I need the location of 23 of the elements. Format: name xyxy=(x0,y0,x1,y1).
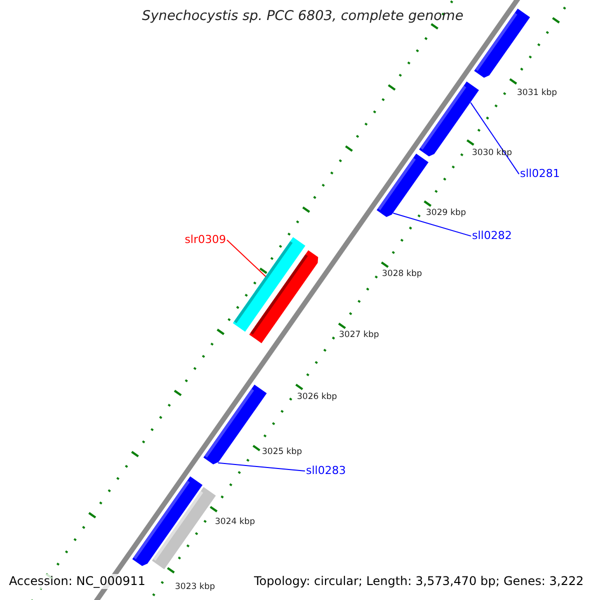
gene-feature xyxy=(376,154,428,218)
gene-label: sll0281 xyxy=(520,168,560,180)
scale-label: 3031 kbp xyxy=(517,89,558,98)
leader-line xyxy=(470,102,520,175)
scale-label: 3028 kbp xyxy=(382,270,422,280)
title: Synechocystis sp. PCC 6803, complete genome xyxy=(142,9,464,24)
gene-label: slr0309 xyxy=(184,234,226,246)
gene-label: sll0282 xyxy=(472,230,512,242)
leader-line xyxy=(392,212,472,237)
scale-label: 3029 kbp xyxy=(426,209,466,218)
leader-line xyxy=(226,240,266,277)
gene-feature xyxy=(249,250,318,344)
info-text: Topology: circular; Length: 3,573,470 bp; Genes: 3,222 xyxy=(254,574,584,590)
info-text: Accession: NC_000911 xyxy=(9,574,146,590)
scale-label: 3027 kbp xyxy=(339,331,380,340)
scale-label: 3024 kbp xyxy=(215,518,256,528)
gene-feature xyxy=(474,8,530,78)
scale-label: 3023 kbp xyxy=(175,583,216,592)
gene-label: sll0283 xyxy=(306,465,346,478)
scale-label: 3025 kbp xyxy=(262,448,302,458)
scale-label: 3026 kbp xyxy=(297,393,338,402)
leader-line xyxy=(218,462,306,472)
gene-bar xyxy=(152,486,216,570)
